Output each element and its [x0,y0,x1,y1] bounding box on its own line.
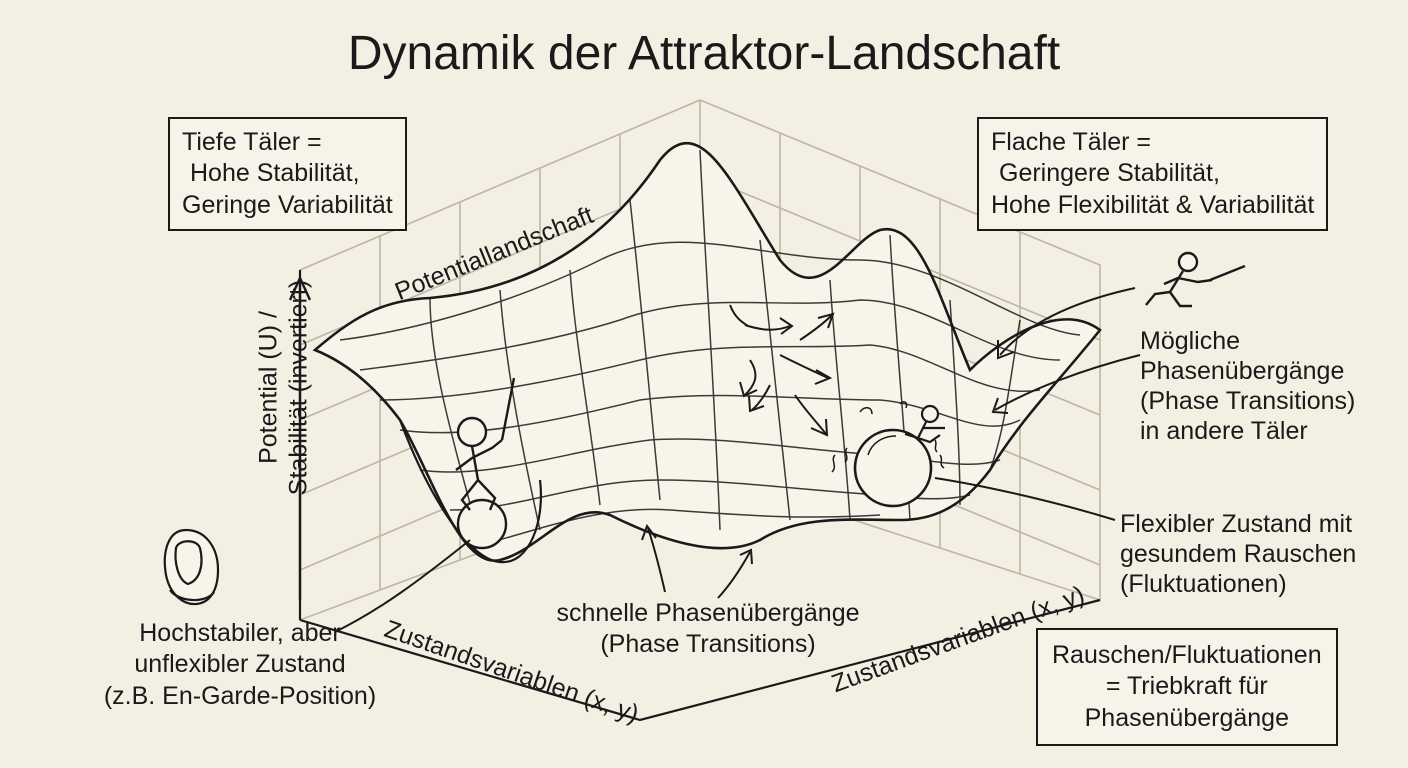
stable-line-2: unflexibler Zustand [134,650,346,679]
deep-valley-line-2: Hohe Stabilität, [190,159,360,188]
fast-transitions-label: schnelle Phasenübergänge (Phase Transiti… [548,598,868,661]
ball-icon [831,401,945,508]
page-title: Dynamik der Attraktor-Landschaft [347,27,1061,80]
stable-state-label: Hochstabiler, aber unflexibler Zustand (… [70,618,410,712]
stable-line-3: (z.B. En-Garde-Position) [103,681,377,710]
deep-valley-box: Tiefe Täler = Hohe Stabilität, Geringe V… [168,117,407,231]
y-axis-label-line-2: Stabilität (invertiert) [284,279,312,496]
deep-valley-line-1: Tiefe Täler = [182,128,322,156]
fencer-on-ball-icon [455,377,516,550]
transitions-line-1: Mögliche [1140,327,1241,355]
flexible-line-1: Flexibler Zustand mit [1120,510,1353,538]
flow-arrows [729,304,835,437]
flexible-line-3: (Fluktuationen) [1120,570,1287,598]
y-axis-arrow [288,275,312,600]
flat-valley-line-2: Geringere Stabilität, [999,159,1220,188]
noise-line-1: Rauschen/Fluktuationen [1052,641,1322,669]
transitions-label: Mögliche Phasenübergänge (Phase Transiti… [1140,326,1355,446]
transitions-line-4: in andere Täler [1140,417,1308,445]
flexible-state-label: Flexibler Zustand mit gesundem Rauschen … [1120,509,1356,599]
transitions-line-2: Phasenübergänge [1140,357,1345,385]
noise-line-3: Phasenübergänge [1084,703,1289,732]
noise-line-2: = Triebkraft für [1105,672,1268,701]
running-fencer-icon [1145,251,1246,308]
noise-box: Rauschen/Fluktuationen = Triebkraft für … [1036,628,1338,746]
fencing-mask-icon [163,528,220,606]
y-axis-label: Potential (U) / Stabilität (invertiert) [255,238,314,538]
flat-valley-box: Flache Täler = Geringere Stabilität, Hoh… [977,117,1329,231]
transitions-line-3: (Phase Transitions) [1140,387,1356,415]
y-axis-label-line-1: Potential (U) / [254,311,283,464]
stable-line-1: Hochstabiler, aber [139,619,341,647]
callout-lines [334,287,1141,633]
crouching-fencer-icon [904,404,945,444]
fast-line-2: (Phase Transitions) [600,630,816,659]
flexible-line-2: gesundem Rauschen [1120,540,1357,568]
fast-line-1: schnelle Phasenübergänge [556,599,860,627]
deep-valley-line-3: Geringe Variabilität [182,190,393,219]
flat-valley-line-1: Flache Täler = [991,128,1152,156]
flat-valley-line-3: Hohe Flexibilität & Variabilität [991,190,1315,219]
